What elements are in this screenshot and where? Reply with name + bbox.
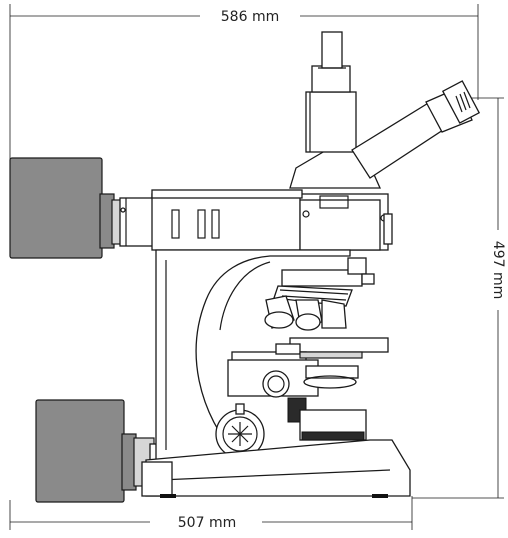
base xyxy=(141,409,411,498)
nosepiece xyxy=(264,257,375,331)
dimension-lines xyxy=(9,4,504,530)
dimension-height-right: 497 mm xyxy=(490,241,506,299)
dimension-width-top: 586 mm xyxy=(221,9,279,25)
condenser xyxy=(227,359,359,398)
upper-lamp-housing xyxy=(9,157,155,259)
dimension-width-bottom: 507 mm xyxy=(178,515,236,531)
trinocular-tube xyxy=(289,31,481,189)
illuminator-head xyxy=(151,189,393,251)
focus-knob xyxy=(215,397,307,459)
